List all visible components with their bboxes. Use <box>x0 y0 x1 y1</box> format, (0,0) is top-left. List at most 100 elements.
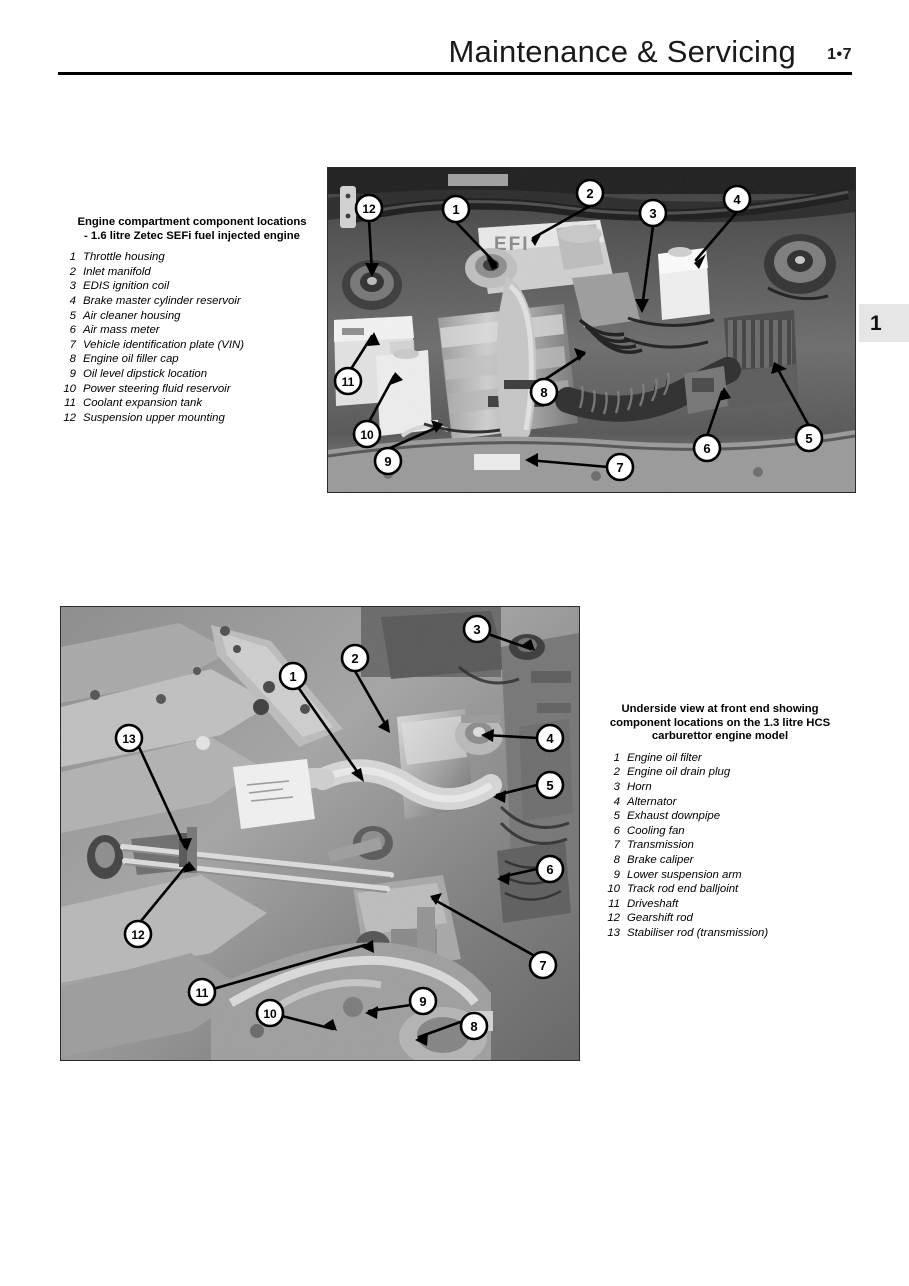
list-item-number: 3 <box>613 780 620 793</box>
svg-text:4: 4 <box>546 731 554 746</box>
list-item-number: 11 <box>64 397 76 410</box>
list-item: 5 Exhaust downpipe <box>602 809 854 824</box>
list-item: 8 Engine oil filler cap <box>58 352 326 367</box>
list-item-number: 5 <box>613 810 620 823</box>
list-item-label: Air cleaner housing <box>83 309 181 322</box>
svg-text:3: 3 <box>473 622 480 637</box>
svg-text:5: 5 <box>546 778 553 793</box>
list-item-number: 2 <box>613 766 620 779</box>
list-item-number: 12 <box>607 912 620 925</box>
list-item-number: 1 <box>69 251 76 264</box>
list-item: 2 Engine oil drain plug <box>602 765 854 780</box>
list-item-label: Throttle housing <box>83 251 165 264</box>
page-header: Maintenance & Servicing 1•7 <box>58 34 852 80</box>
list-item: 6 Air mass meter <box>58 323 326 338</box>
caption-heading-line-2: - 1.6 litre Zetec SEFi fuel injected eng… <box>84 229 300 242</box>
svg-text:9: 9 <box>384 454 391 469</box>
list-item-number: 6 <box>69 324 76 337</box>
engine-bay-illustration: EFI <box>328 168 855 492</box>
list-item-number: 6 <box>613 824 620 837</box>
list-item-label: Horn <box>627 780 652 793</box>
svg-text:9: 9 <box>419 994 426 1009</box>
figure-photo-underside: 1 2 3 4 5 6 7 8 9 10 11 12 13 <box>60 606 580 1061</box>
list-item-label: EDIS ignition coil <box>83 280 170 293</box>
list-item-number: 1 <box>613 751 620 764</box>
svg-text:6: 6 <box>546 862 553 877</box>
caption-heading-line-1: Underside view at front end showing <box>621 703 819 715</box>
list-item-number: 13 <box>607 926 620 939</box>
list-item-label: Exhaust downpipe <box>627 810 721 823</box>
svg-text:10: 10 <box>263 1007 277 1021</box>
figure-caption-underside: Underside view at front end showing comp… <box>586 703 854 941</box>
list-item-label: Driveshaft <box>627 897 679 910</box>
list-item-number: 7 <box>69 338 76 351</box>
svg-text:1: 1 <box>452 202 459 217</box>
list-item-number: 7 <box>613 839 620 852</box>
svg-text:4: 4 <box>733 192 741 207</box>
list-item-number: 2 <box>69 265 76 278</box>
list-item-number: 9 <box>69 367 76 380</box>
svg-text:11: 11 <box>196 986 209 1000</box>
list-item-label: Brake caliper <box>627 853 694 866</box>
list-item: 8 Brake caliper <box>602 853 854 868</box>
list-item-label: Power steering fluid reservoir <box>83 382 231 395</box>
list-item-label: Coolant expansion tank <box>83 397 203 410</box>
chapter-tab-number: 1 <box>870 311 882 335</box>
list-item-label: Engine oil drain plug <box>627 766 731 779</box>
list-item-label: Brake master cylinder reservoir <box>83 294 241 307</box>
list-item-number: 4 <box>613 795 620 808</box>
callout-markers: 1 2 3 4 5 6 7 8 9 10 11 12 <box>333 178 824 482</box>
header-divider <box>58 72 852 75</box>
list-item-label: Alternator <box>627 795 677 808</box>
list-item-number: 11 <box>608 897 620 910</box>
list-item: 11 Driveshaft <box>602 897 854 912</box>
svg-text:5: 5 <box>805 431 812 446</box>
list-item-label: Gearshift rod <box>627 912 693 925</box>
list-item-label: Track rod end balljoint <box>627 883 739 896</box>
chapter-tab: 1 <box>859 304 909 342</box>
figure-photo-engine-bay: EFI <box>327 167 856 493</box>
svg-text:10: 10 <box>360 428 374 442</box>
list-item: 4 Alternator <box>602 795 854 810</box>
svg-text:8: 8 <box>540 385 547 400</box>
list-item-number: 3 <box>69 280 76 293</box>
component-list-underside: 1 Engine oil filter 2 Engine oil drain plu… <box>602 751 854 941</box>
list-item-label: Engine oil filler cap <box>83 353 179 366</box>
svg-text:7: 7 <box>539 958 546 973</box>
svg-text:12: 12 <box>131 928 145 942</box>
list-item-label: Transmission <box>627 839 694 852</box>
list-item-label: Oil level dipstick location <box>83 367 208 380</box>
list-item-number: 12 <box>63 411 76 424</box>
list-item: 11 Coolant expansion tank <box>58 396 326 411</box>
svg-text:8: 8 <box>470 1019 477 1034</box>
underside-illustration: 1 2 3 4 5 6 7 8 9 10 11 12 13 <box>61 607 579 1060</box>
list-item-label: Engine oil filter <box>627 751 702 764</box>
svg-text:2: 2 <box>586 186 593 201</box>
list-item: 7 Vehicle identification plate (VIN) <box>58 338 326 353</box>
list-item-label: Air mass meter <box>83 324 160 337</box>
list-item: 5 Air cleaner housing <box>58 309 326 324</box>
list-item-label: Vehicle identification plate (VIN) <box>83 338 245 351</box>
list-item-label: Cooling fan <box>627 824 685 837</box>
list-item-number: 8 <box>69 353 76 366</box>
list-item: 12 Suspension upper mounting <box>58 411 326 426</box>
svg-text:6: 6 <box>703 441 710 456</box>
svg-text:11: 11 <box>342 375 355 389</box>
list-item-label: Suspension upper mounting <box>83 411 225 424</box>
list-item: 12 Gearshift rod <box>602 911 854 926</box>
list-item-number: 5 <box>69 309 76 322</box>
list-item: 10 Power steering fluid reservoir <box>58 382 326 397</box>
list-item-label: Lower suspension arm <box>627 868 742 881</box>
caption-heading-line-1: Engine compartment component locations <box>77 216 307 228</box>
list-item: 9 Oil level dipstick location <box>58 367 326 382</box>
list-item-number: 8 <box>613 853 620 866</box>
list-item: 3 Horn <box>602 780 854 795</box>
svg-text:1: 1 <box>289 669 296 684</box>
list-item-number: 10 <box>63 382 76 395</box>
